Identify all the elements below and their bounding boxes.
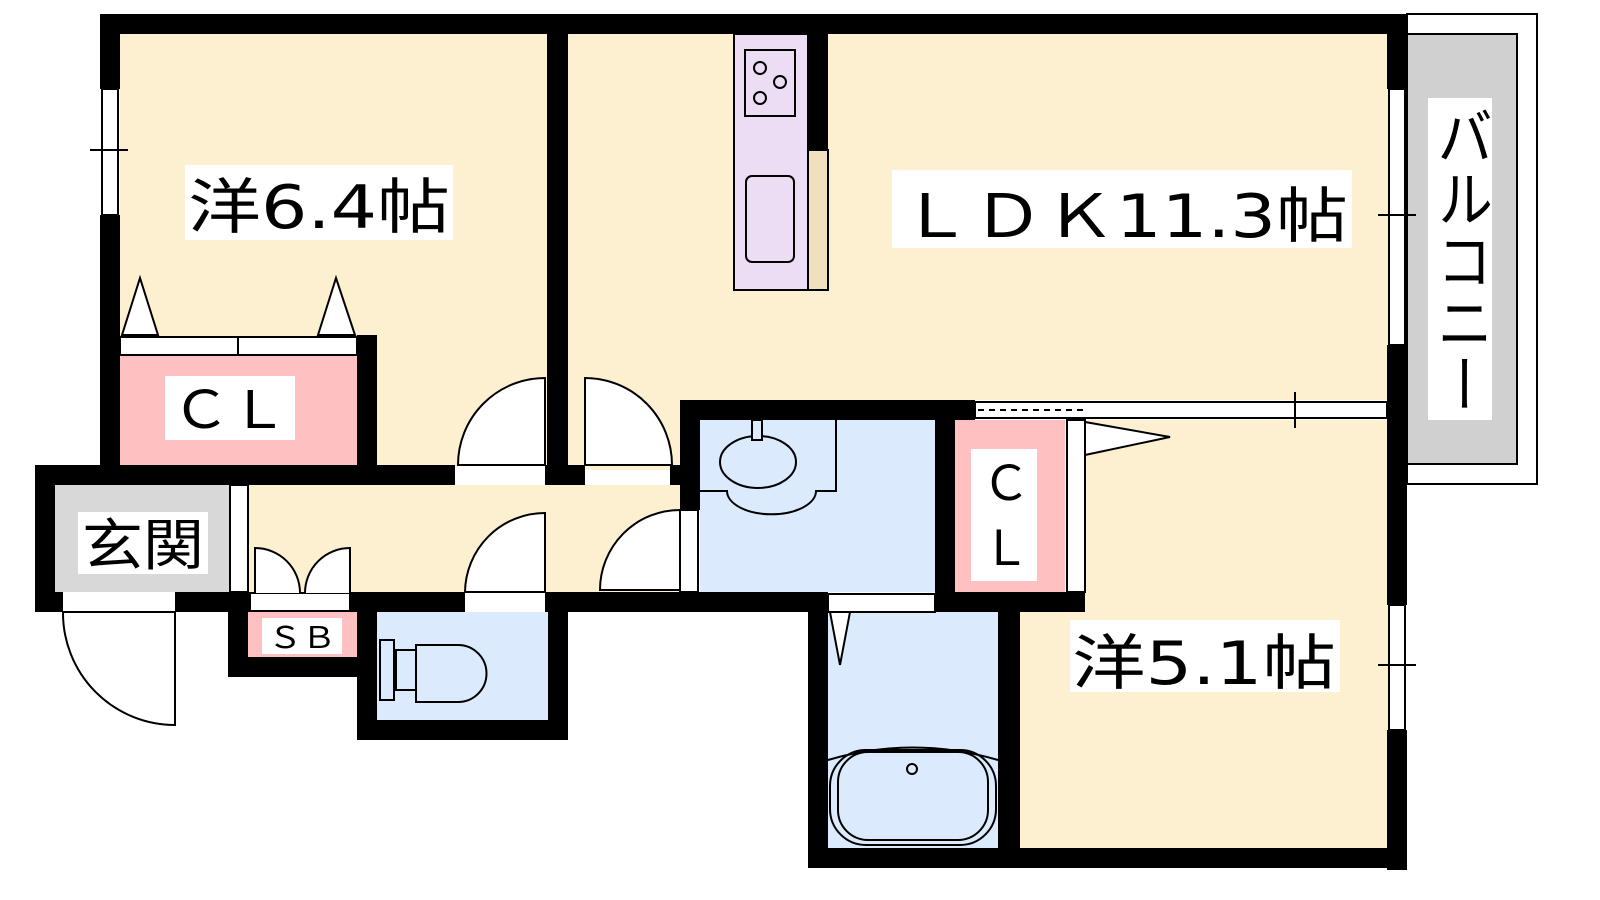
western-room-2-label: 洋5.1帖	[1072, 629, 1336, 699]
toilet-room	[377, 612, 548, 720]
stove-icon	[744, 49, 796, 117]
window-west2[interactable]	[1388, 604, 1406, 731]
bathroom	[828, 612, 998, 848]
door-washroom[interactable]	[598, 508, 681, 591]
closet-2-label-l: Ｌ	[982, 521, 1030, 577]
shoebox-door[interactable]	[249, 592, 351, 612]
balcony-label: バルコニー	[1428, 105, 1493, 415]
bathtub-icon	[827, 746, 999, 846]
window-west1[interactable]	[101, 88, 119, 216]
shoebox-label: ＳＢ	[268, 621, 336, 656]
closet-2-door[interactable]	[1066, 419, 1086, 593]
walls	[35, 14, 1407, 870]
door-west1[interactable]	[456, 376, 546, 466]
fridge-space	[807, 149, 829, 291]
sliding-door-west2[interactable]	[974, 401, 1388, 419]
entrance-label: 玄関	[82, 514, 204, 579]
door-toilet[interactable]	[463, 511, 546, 593]
window-ldk[interactable]	[1388, 88, 1406, 346]
closet-2-label-c: Ｃ	[982, 456, 1030, 512]
washroom	[700, 420, 935, 592]
door-bathroom[interactable]	[827, 593, 936, 613]
western-room-1-label: 洋6.4帖	[188, 173, 450, 243]
door-entrance[interactable]	[61, 611, 176, 727]
door-ldk[interactable]	[584, 376, 674, 466]
ldk-label: ＬＤＫ11.3帖	[900, 182, 1348, 252]
washbasin-icon	[700, 419, 837, 516]
sink-icon	[745, 175, 795, 263]
toilet-icon	[379, 639, 488, 703]
closet-1-label: ＣＬ	[172, 381, 288, 441]
